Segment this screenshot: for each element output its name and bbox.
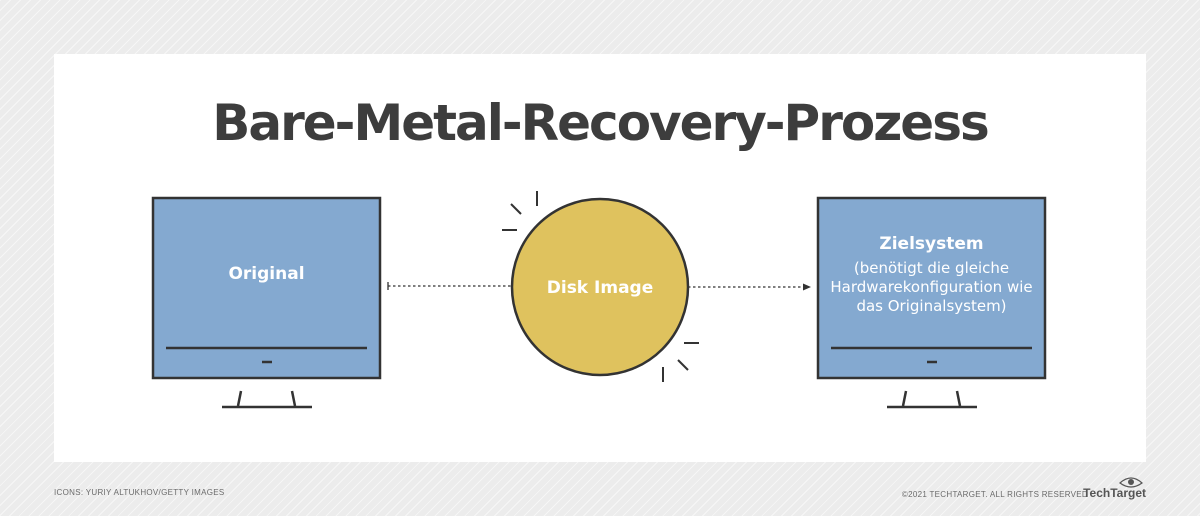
sparkle-top-left-icon: [502, 191, 538, 231]
target-note-line-2: Hardwarekonfiguration wie: [830, 278, 1033, 296]
target-monitor-icon: [816, 196, 1047, 409]
disk-image-label: Disk Image: [546, 278, 654, 298]
diagram-title: Bare-Metal-Recovery-Prozess: [212, 94, 989, 152]
target-label: Zielsystem: [879, 234, 984, 254]
connector-disk-to-target: [688, 283, 811, 291]
original-monitor-icon: [151, 196, 382, 409]
sparkle-bottom-right-icon: [662, 342, 699, 382]
arrow-head-icon: [803, 283, 811, 291]
target-note-line-1: (benötigt die gleiche: [853, 259, 1010, 277]
brand-logo-text: TechTarget: [1083, 486, 1146, 500]
connector-original-to-disk: [387, 282, 512, 290]
copyright-notice: ©2021 TECHTARGET. ALL RIGHTS RESERVED: [901, 490, 1088, 499]
image-credit: ICONS: YURIY ALTUKHOV/GETTY IMAGES: [54, 488, 225, 497]
eye-logo-icon: [1119, 477, 1143, 488]
target-note-line-3: das Originalsystem): [856, 297, 1007, 315]
original-label: Original: [228, 264, 305, 284]
target-note: (benötigt die gleiche Hardwarekonfigurat…: [818, 259, 1045, 316]
